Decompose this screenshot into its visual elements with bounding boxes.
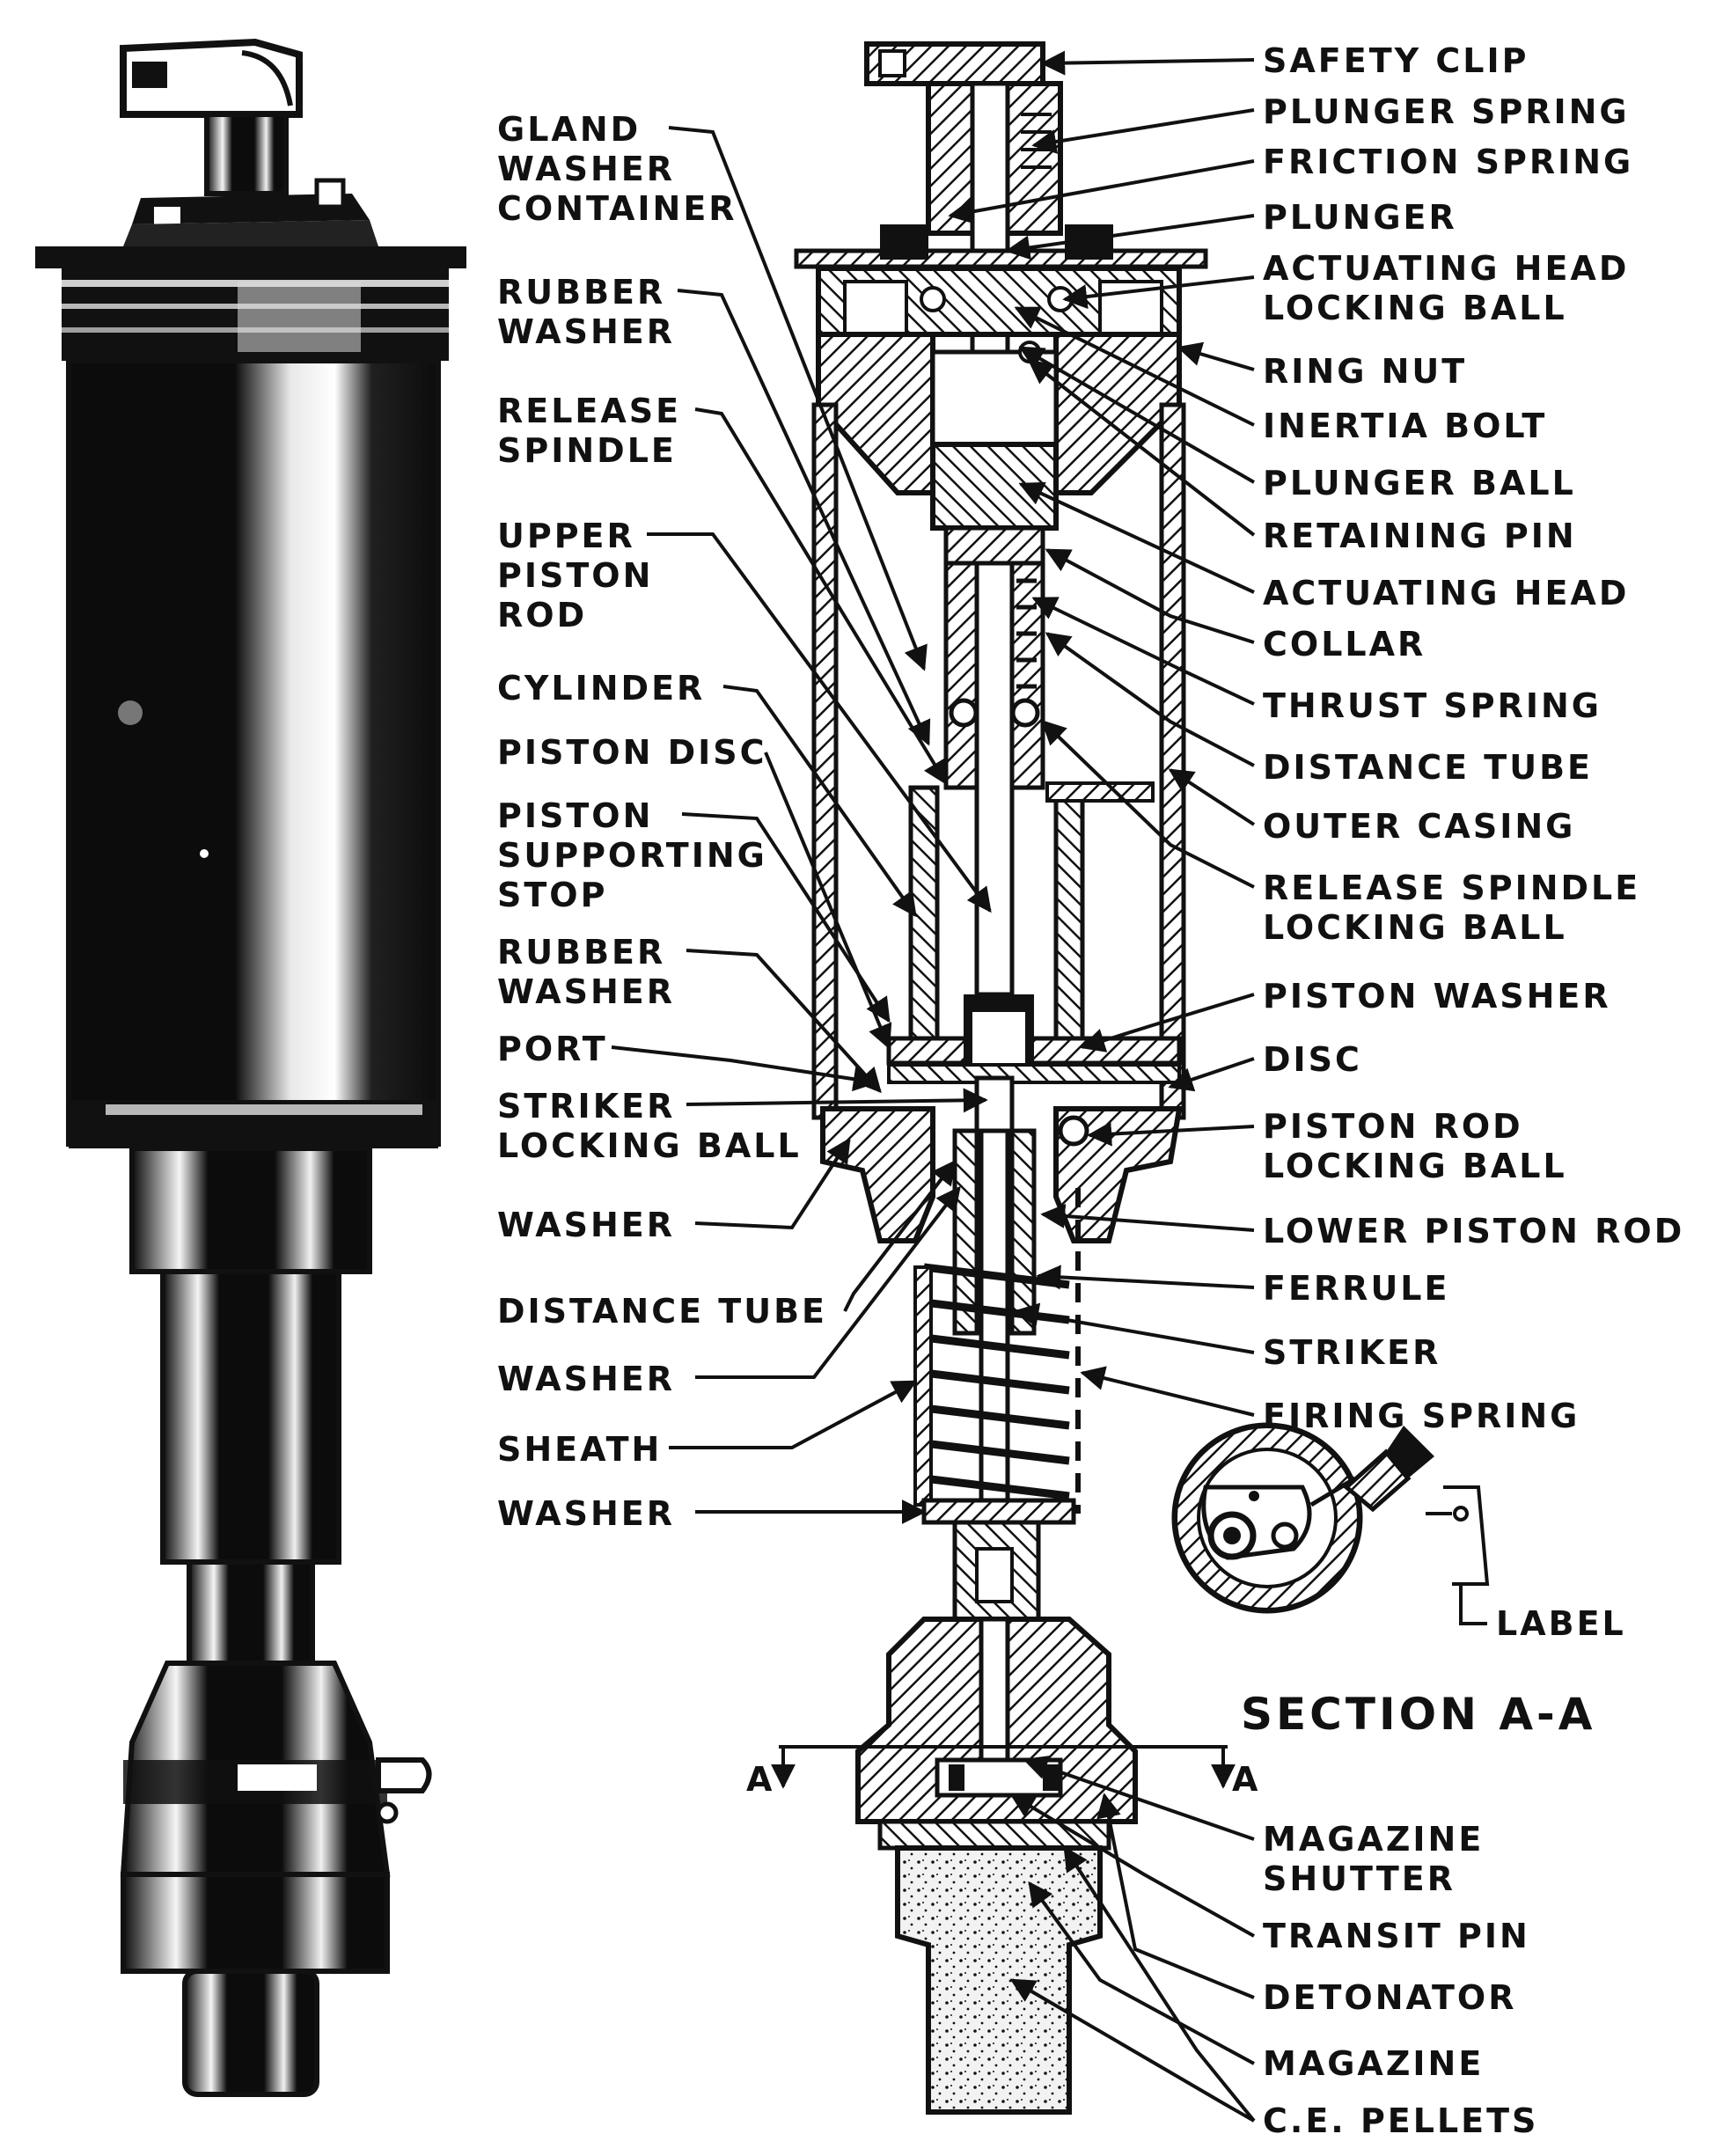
label-actuating-head-locking-ball-line2: LOCKING BALL <box>1263 289 1567 327</box>
label-sheath: SHEATH <box>497 1430 662 1469</box>
label-ring-nut: RING NUT <box>1263 352 1467 391</box>
label-piston-supporting-stop-line2: SUPPORTING <box>497 836 767 875</box>
label-section-a-a: SECTION A-A <box>1241 1689 1595 1740</box>
label-rubber-washer-lower-line1: RUBBER <box>497 933 665 972</box>
label-collar: COLLAR <box>1263 625 1426 664</box>
label-washer-2: WASHER <box>497 1360 675 1398</box>
label-plunger: PLUNGER <box>1263 198 1457 237</box>
label-gland-washer-container-line1: GLAND <box>497 110 641 149</box>
label-washer-1: WASHER <box>497 1206 675 1244</box>
label-lower-piston-rod: LOWER PISTON ROD <box>1263 1212 1684 1250</box>
label-disc: DISC <box>1263 1040 1362 1079</box>
section-a-a-inset <box>1171 1422 1490 1625</box>
label-transit-pin: TRANSIT PIN <box>1263 1917 1530 1955</box>
label-port: PORT <box>497 1030 608 1068</box>
label-magazine: MAGAZINE <box>1263 2044 1484 2083</box>
left-labels: GLAND WASHER CONTAINER RUBBER WASHER REL… <box>497 110 1260 1799</box>
label-plunger-ball: PLUNGER BALL <box>1263 464 1576 502</box>
label-distance-tube-right: DISTANCE TUBE <box>1263 748 1593 787</box>
label-release-spindle-line2: SPINDLE <box>497 431 677 470</box>
label-piston-washer: PISTON WASHER <box>1263 977 1611 1016</box>
label-upper-piston-rod-line1: UPPER <box>497 517 635 555</box>
label-striker-locking-ball-line2: LOCKING BALL <box>497 1126 802 1165</box>
right-labels: SAFETY CLIP PLUNGER SPRING FRICTION SPRI… <box>1241 41 1684 2140</box>
label-upper-piston-rod-line2: PISTON <box>497 556 653 595</box>
label-label: LABEL <box>1496 1604 1626 1643</box>
label-upper-piston-rod-line3: ROD <box>497 596 587 634</box>
label-section-mark-left: A <box>746 1760 774 1799</box>
label-piston-supporting-stop-line3: STOP <box>497 876 607 914</box>
label-striker: STRIKER <box>1263 1333 1441 1372</box>
label-plunger-spring: PLUNGER SPRING <box>1263 92 1630 131</box>
label-firing-spring: FIRING SPRING <box>1263 1397 1580 1435</box>
label-rubber-washer-lower-line2: WASHER <box>497 972 675 1011</box>
label-piston-rod-locking-ball-line2: LOCKING BALL <box>1263 1147 1567 1185</box>
sectional-view <box>771 41 1236 2115</box>
label-washer-3: WASHER <box>497 1494 675 1533</box>
label-actuating-head-locking-ball-line1: ACTUATING HEAD <box>1263 249 1629 288</box>
label-release-spindle-locking-ball-line2: LOCKING BALL <box>1263 908 1567 947</box>
label-ce-pellets: C.E. PELLETS <box>1263 2101 1538 2140</box>
label-rubber-washer-upper-line2: WASHER <box>497 312 675 351</box>
label-friction-spring: FRICTION SPRING <box>1263 143 1633 181</box>
label-magazine-shutter-line1: MAGAZINE <box>1263 1820 1484 1859</box>
label-magazine-shutter-line2: SHUTTER <box>1263 1859 1456 1898</box>
label-distance-tube-left: DISTANCE TUBE <box>497 1292 827 1331</box>
label-safety-clip: SAFETY CLIP <box>1263 41 1529 80</box>
label-release-spindle-locking-ball-line1: RELEASE SPINDLE <box>1263 869 1640 907</box>
exterior-view <box>35 38 466 2097</box>
leader-lines <box>611 50 1256 2123</box>
label-gland-washer-container-line2: WASHER <box>497 150 675 188</box>
label-striker-locking-ball-line1: STRIKER <box>497 1087 675 1126</box>
label-retaining-pin: RETAINING PIN <box>1263 517 1577 555</box>
label-section-mark-right: A <box>1232 1760 1260 1799</box>
label-piston-supporting-stop-line1: PISTON <box>497 796 653 835</box>
label-actuating-head: ACTUATING HEAD <box>1263 574 1629 612</box>
label-piston-rod-locking-ball-line1: PISTON ROD <box>1263 1107 1523 1146</box>
label-ferrule: FERRULE <box>1263 1269 1449 1308</box>
label-detonator: DETONATOR <box>1263 1978 1516 2017</box>
label-rubber-washer-upper-line1: RUBBER <box>497 273 665 312</box>
label-piston-disc: PISTON DISC <box>497 733 767 772</box>
label-release-spindle-line1: RELEASE <box>497 392 681 430</box>
label-cylinder: CYLINDER <box>497 669 705 708</box>
label-outer-casing: OUTER CASING <box>1263 807 1575 846</box>
label-gland-washer-container-line3: CONTAINER <box>497 189 737 228</box>
label-inertia-bolt: INERTIA BOLT <box>1263 407 1547 445</box>
label-thrust-spring: THRUST SPRING <box>1263 686 1602 725</box>
